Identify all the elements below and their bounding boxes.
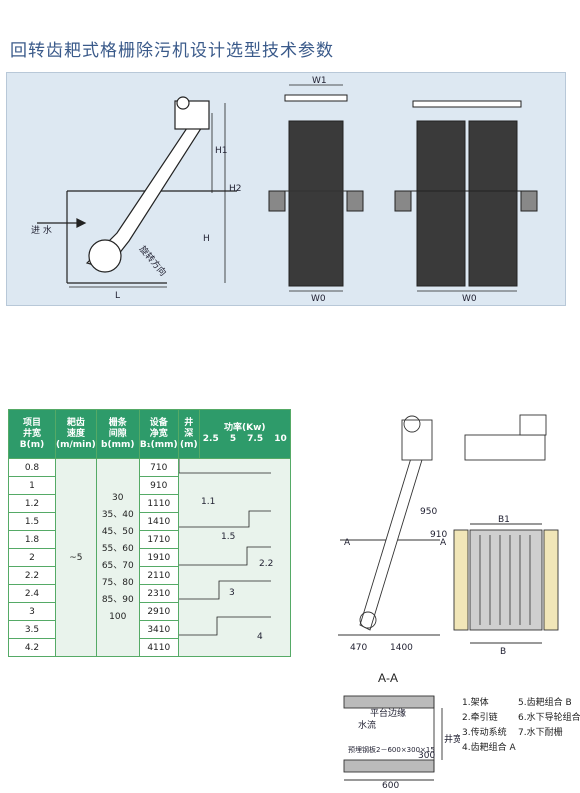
side-view xyxy=(37,96,237,288)
width-cell: 2.2 xyxy=(8,566,56,585)
top-drawing: 进 水 L H H2 H1 旋转方向 W1 W0 W0 xyxy=(31,76,538,304)
dim-H1: H1 xyxy=(215,146,228,156)
power-value: 1.5 xyxy=(221,532,235,542)
netwidth-cell: 2310 xyxy=(138,584,179,603)
front-view-double xyxy=(394,100,538,292)
width-cell: 1.5 xyxy=(8,512,56,531)
dim-L: L xyxy=(115,291,120,301)
aa-label: 预埋钢板2－600×300×15 xyxy=(348,745,435,754)
front-view-single xyxy=(268,84,364,292)
power-value: 2.2 xyxy=(259,559,273,569)
netwidth-cell: 2110 xyxy=(138,566,179,585)
legend-item: 6.水下导轮组合 xyxy=(518,713,580,723)
dim-H: H xyxy=(203,234,210,244)
legend-item: 5.齿耙组合 B xyxy=(518,698,572,708)
speed-cell: ~5 xyxy=(55,458,97,657)
aa-label: 600 xyxy=(382,781,399,788)
aa-label: 井宽 xyxy=(444,733,460,745)
dim-label: 950 xyxy=(420,507,437,517)
detail-drawing: 1400 470 950 910 B B1 A A xyxy=(338,414,559,657)
legend-item: 1.架体 xyxy=(462,698,489,708)
header-depth: 井深(m) xyxy=(177,409,200,459)
header-speed: 耙齿速度(m/min) xyxy=(55,409,97,459)
legend-item: 7.水下耐栅 xyxy=(518,728,563,738)
power-value: 3 xyxy=(229,588,235,598)
dim-label: B xyxy=(500,647,506,657)
width-cell: 2 xyxy=(8,548,56,567)
netwidth-cell: 3410 xyxy=(138,620,179,639)
dim-label: 910 xyxy=(430,530,447,540)
power-value: 1.1 xyxy=(201,497,215,507)
width-cell: 3 xyxy=(8,602,56,621)
legend-item: 2.牵引链 xyxy=(462,713,498,723)
netwidth-cell: 910 xyxy=(138,476,179,495)
parts-legend: 1.架体 5.齿耙组合 B 2.牵引链 6.水下导轮组合 3.传动系统 7.水下… xyxy=(462,696,580,756)
power-value: 4 xyxy=(257,632,263,642)
top-drawing-panel: 进 水 L H H2 H1 旋转方向 W1 W0 W0 xyxy=(6,72,566,306)
legend-item: 4.齿耙组合 A xyxy=(462,743,516,753)
power-step-chart: 1.1 1.5 2.2 3 4 xyxy=(177,458,291,657)
width-cell: 1.8 xyxy=(8,530,56,549)
section-mark: A xyxy=(440,538,447,548)
dim-label: B1 xyxy=(498,515,510,525)
rotation-note: 旋转方向 xyxy=(137,243,169,278)
width-cell: 0.8 xyxy=(8,458,56,477)
netwidth-cell: 1910 xyxy=(138,548,179,567)
dim-label: 1400 xyxy=(390,643,413,653)
width-cell: 1 xyxy=(8,476,56,495)
netwidth-cell: 1110 xyxy=(138,494,179,513)
section-aa: A-A 水流 平台边缘 预埋钢板2－600×300×15 600 300 井宽 xyxy=(343,671,460,788)
netwidth-cell: 710 xyxy=(138,458,179,477)
netwidth-cell: 2910 xyxy=(138,602,179,621)
aa-label: 平台边缘 xyxy=(370,707,406,719)
netwidth-cell: 1410 xyxy=(138,512,179,531)
width-cell: 2.4 xyxy=(8,584,56,603)
page-title: 回转齿耙式格栅除污机设计选型技术参数 xyxy=(10,41,334,61)
section-mark: A xyxy=(344,538,351,548)
dim-label: 470 xyxy=(350,643,367,653)
inflow-label: 进 水 xyxy=(31,224,52,236)
width-cell: 3.5 xyxy=(8,620,56,639)
power-step-lines: 1.1 1.5 2.2 3 4 xyxy=(178,459,273,642)
section-title: A-A xyxy=(378,671,398,685)
aa-label: 水流 xyxy=(358,719,376,731)
width-cell: 1.2 xyxy=(8,494,56,513)
width-cell: 4.2 xyxy=(8,638,56,657)
dim-W0-single: W0 xyxy=(311,294,326,304)
dim-H2: H2 xyxy=(229,184,242,194)
netwidth-cell: 1710 xyxy=(138,530,179,549)
dim-W0-double: W0 xyxy=(462,294,477,304)
netwidth-cell: 4110 xyxy=(138,638,179,657)
aa-label: 300 xyxy=(418,751,435,761)
dim-W1: W1 xyxy=(312,76,327,86)
legend-item: 3.传动系统 xyxy=(462,728,507,738)
